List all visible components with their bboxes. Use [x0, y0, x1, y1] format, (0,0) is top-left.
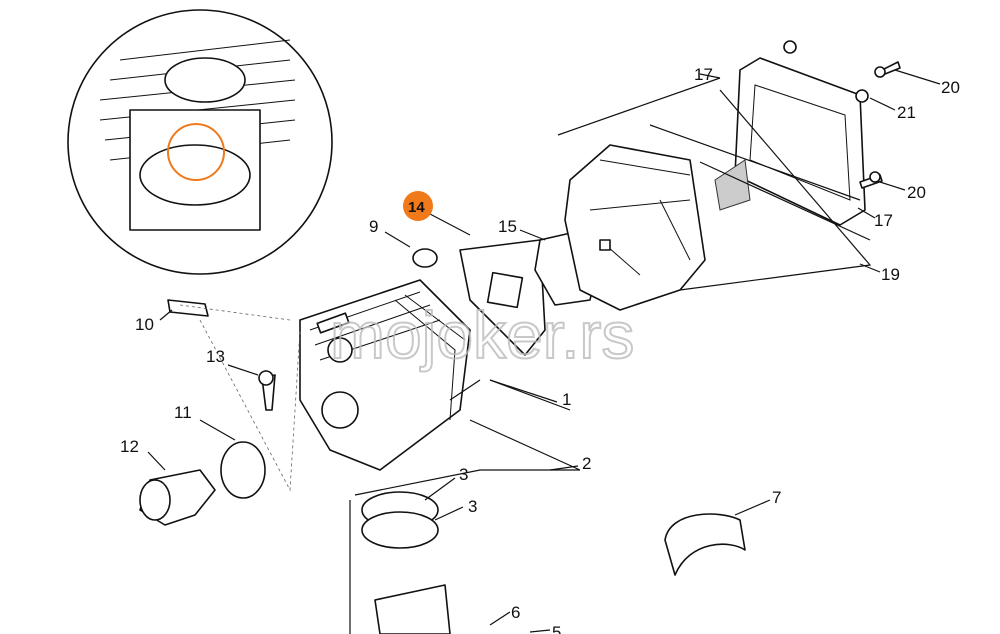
watermark: mojoker.rs — [330, 298, 634, 372]
callout-5[interactable]: 5 — [552, 623, 561, 634]
callout-15[interactable]: 15 — [498, 217, 517, 236]
callout-3[interactable]: 3 — [459, 465, 468, 484]
screws — [258, 40, 901, 411]
filter-part-9 — [412, 248, 438, 268]
callout-13[interactable]: 13 — [206, 347, 225, 366]
callout-2[interactable]: 2 — [582, 454, 591, 473]
bracket-part-7 — [664, 513, 746, 576]
cylinder-part — [299, 279, 471, 471]
callout-21[interactable]: 21 — [897, 103, 916, 122]
callout-1[interactable]: 1 — [562, 390, 571, 409]
screen-part — [714, 159, 751, 211]
piston-part — [374, 584, 451, 634]
callout-17[interactable]: 17 — [874, 211, 893, 230]
callout-20[interactable]: 20 — [907, 183, 926, 202]
callout-9[interactable]: 9 — [369, 217, 378, 236]
callout-3[interactable]: 3 — [468, 497, 477, 516]
callout-10[interactable]: 10 — [135, 315, 154, 334]
callout-11[interactable]: 11 — [174, 403, 192, 422]
muffler-cover-part — [734, 57, 866, 226]
callout-20[interactable]: 20 — [941, 78, 960, 97]
clamp-part-11 — [220, 441, 266, 499]
piston-ring-lower — [361, 511, 439, 549]
muffler-part — [564, 144, 706, 311]
callout-17[interactable]: 17 — [694, 65, 713, 84]
detail-inset — [67, 9, 333, 275]
callout-7[interactable]: 7 — [772, 488, 781, 507]
callout-14[interactable]: 14 — [408, 199, 425, 216]
callout-6[interactable]: 6 — [511, 603, 520, 622]
highlight-marker[interactable] — [403, 191, 433, 221]
callout-19[interactable]: 19 — [881, 265, 900, 284]
spark-plug-part — [167, 299, 209, 317]
callout-12[interactable]: 12 — [120, 437, 139, 456]
callout-labels: 17 20 21 20 17 19 14 9 15 10 13 11 12 1 … — [120, 65, 960, 634]
